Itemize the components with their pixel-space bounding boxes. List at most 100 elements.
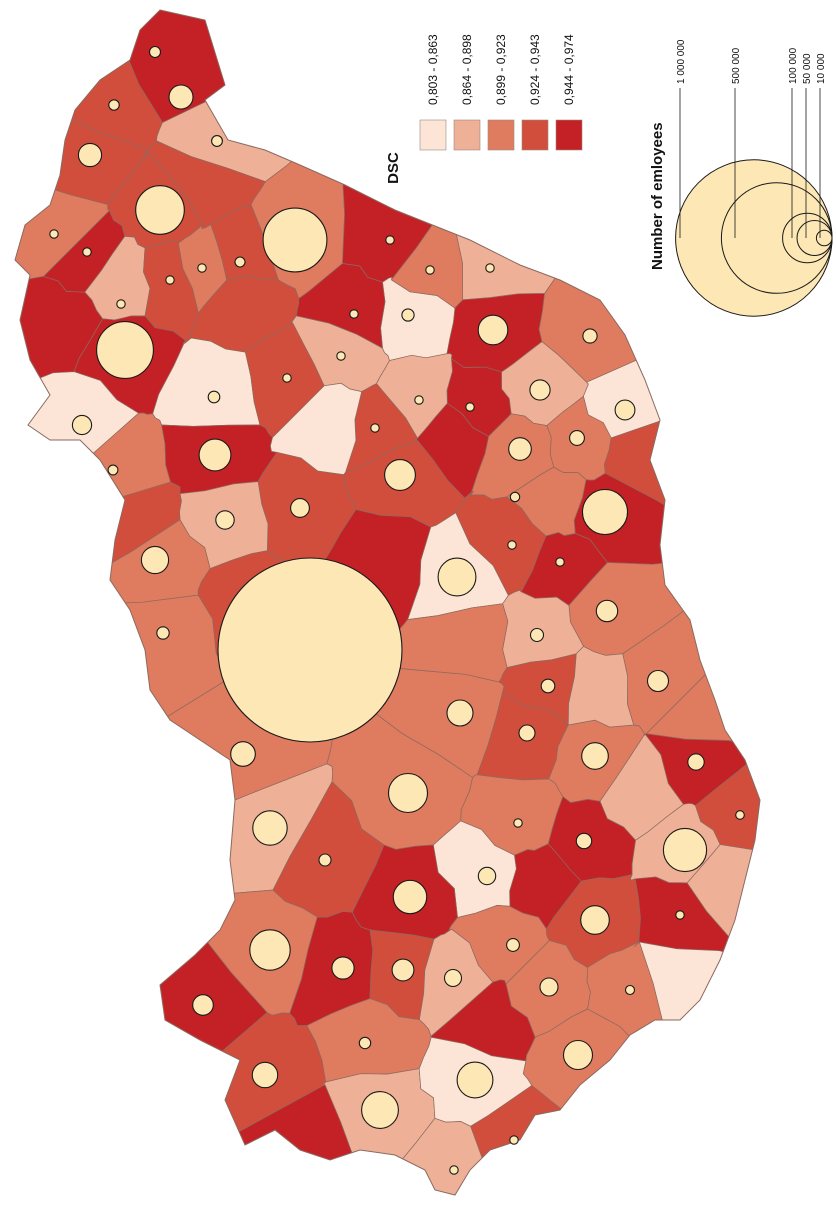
employee-bubble — [249, 929, 291, 971]
dsc-legend-title: DSC — [385, 152, 402, 184]
size-legend-circle — [815, 229, 833, 247]
size-legend-label: 500 000 — [731, 47, 742, 84]
region — [296, 263, 386, 349]
employee-bubble — [116, 299, 126, 309]
employee-bubble — [168, 84, 194, 110]
employee-bubble — [358, 1036, 372, 1050]
employee-bubble — [387, 772, 429, 814]
employee-bubble — [687, 753, 705, 771]
employee-bubble — [331, 956, 355, 980]
size-legend-label: 50 000 — [802, 53, 813, 84]
employee-bubble — [735, 810, 745, 820]
employee-bubble — [262, 207, 328, 273]
employee-bubble — [507, 540, 517, 550]
employee-bubbles — [49, 45, 745, 1175]
employee-bubble — [581, 742, 609, 770]
employee-bubble — [135, 185, 185, 235]
size-legend-label: 10 000 — [816, 53, 827, 84]
employee-bubble — [449, 1165, 459, 1175]
employee-bubble — [217, 557, 403, 743]
employee-bubble — [443, 968, 463, 988]
region — [270, 382, 363, 475]
employee-bubble — [580, 905, 610, 935]
dsc-legend-label: 0,899 - 0,923 — [494, 34, 508, 105]
employee-bubble — [148, 45, 162, 59]
employee-bubble — [509, 491, 521, 503]
employee-bubble — [401, 308, 415, 322]
employee-bubble — [662, 827, 708, 873]
employee-bubble — [513, 818, 523, 828]
employee-bubble — [385, 235, 395, 245]
region — [509, 843, 582, 930]
employee-bubble — [477, 314, 509, 346]
region — [686, 844, 760, 1002]
employee-bubble — [518, 724, 536, 742]
region — [470, 1085, 701, 1195]
employee-bubble — [251, 1061, 279, 1089]
employee-bubble — [156, 626, 170, 640]
region — [567, 645, 635, 728]
employee-bubble — [624, 984, 636, 996]
employee-bubble — [529, 627, 545, 643]
region — [638, 941, 760, 1195]
employee-bubble — [465, 402, 475, 412]
employee-bubble — [614, 399, 636, 421]
employee-bubble — [646, 669, 670, 693]
employee-bubble — [581, 488, 629, 536]
employee-bubble — [384, 459, 416, 491]
employee-bubble — [569, 430, 585, 446]
employee-bubble — [197, 263, 207, 273]
employee-bubble — [318, 853, 332, 867]
employee-bubble — [230, 741, 256, 767]
employee-bubble — [361, 1091, 399, 1129]
dsc-legend-label: 0,944 - 0,974 — [562, 34, 576, 105]
dsc-legend-swatch — [555, 119, 583, 151]
employee-bubble — [49, 229, 59, 239]
dsc-legend-swatch — [521, 119, 549, 151]
employee-bubble — [540, 678, 556, 694]
employee-bubble — [165, 275, 175, 285]
employee-bubble — [215, 510, 235, 530]
employee-bubble — [456, 1061, 494, 1099]
employee-bubble — [595, 599, 619, 623]
dsc-legend-swatch — [419, 119, 447, 151]
dsc-legend: DSC 0,803 - 0,863 0,864 - 0,898 0,899 - 0,… — [385, 34, 583, 184]
employee-bubble — [477, 866, 497, 886]
size-legend-label: 1 000 000 — [676, 39, 687, 84]
employee-bubble — [437, 557, 477, 597]
employee-bubble — [582, 328, 598, 344]
employee-bubble — [71, 414, 93, 436]
employee-bubble — [96, 321, 154, 379]
employee-bubble — [508, 437, 532, 461]
employee-bubble — [211, 135, 223, 147]
employee-bubble — [207, 390, 221, 404]
employee-bubble — [575, 832, 593, 850]
employee-bubble — [290, 498, 310, 518]
employee-bubble — [529, 379, 551, 401]
employee-bubble — [555, 557, 565, 567]
dsc-legend-label: 0,864 - 0,898 — [460, 34, 474, 105]
employee-bubble — [282, 373, 292, 383]
employee-bubble — [446, 699, 474, 727]
employee-bubble — [198, 438, 232, 472]
employee-bubble — [509, 1135, 519, 1145]
dsc-legend-label: 0,924 - 0,943 — [528, 34, 542, 105]
dsc-legend-swatch — [453, 119, 481, 151]
size-legend-title: Number of emloyees — [649, 122, 666, 270]
employee-bubble — [414, 395, 424, 405]
employee-bubble — [675, 910, 685, 920]
employee-bubble — [107, 464, 119, 476]
employee-bubble — [349, 309, 359, 319]
region — [522, 1008, 760, 1195]
employee-bubble — [140, 545, 170, 575]
dsc-legend-label: 0,803 - 0,863 — [426, 34, 440, 105]
employee-bubble — [539, 977, 559, 997]
employee-bubble — [108, 99, 120, 111]
employee-bubble — [485, 263, 495, 273]
employee-bubble — [562, 1039, 594, 1071]
employee-bubble — [506, 938, 520, 952]
employee-bubble — [82, 247, 92, 257]
employee-bubble — [391, 958, 415, 982]
dsc-legend-swatch — [487, 119, 515, 151]
